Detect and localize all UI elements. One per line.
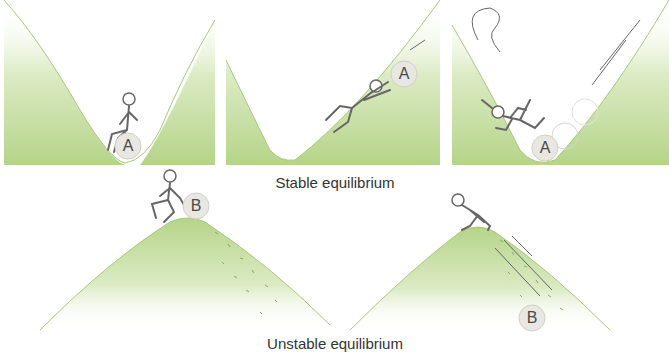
ball-shape <box>183 193 209 219</box>
ball-letter: A <box>399 66 410 82</box>
ball-shape <box>532 135 558 161</box>
caption: Stable equilibrium <box>272 174 397 191</box>
figure-head <box>164 170 176 182</box>
ball: B <box>518 304 546 332</box>
hill <box>350 227 610 330</box>
ball-shape <box>115 133 141 159</box>
motion-line <box>592 20 640 85</box>
figure-body <box>152 183 184 222</box>
valley <box>4 0 215 165</box>
hill-edge <box>40 218 330 330</box>
figure-body <box>482 100 544 130</box>
hill-edge <box>350 227 610 330</box>
ball-letter: B <box>191 198 202 214</box>
figure-body <box>326 82 390 132</box>
ball-letter: A <box>123 138 134 154</box>
ball-shape <box>391 61 417 87</box>
caption: Unstable equilibrium <box>264 335 406 352</box>
ball-letter: A <box>540 140 551 156</box>
valley <box>226 0 440 165</box>
valley <box>452 0 669 165</box>
valley-edge <box>226 0 440 160</box>
ball-shape <box>519 305 545 331</box>
motion-loop <box>472 8 500 52</box>
ball: B <box>182 192 210 220</box>
figure-head <box>123 93 135 105</box>
scree <box>215 232 277 314</box>
figure-body <box>462 205 490 230</box>
ball: A <box>114 132 142 160</box>
ball: A <box>390 60 418 88</box>
motion-line <box>495 236 552 296</box>
motion-line <box>410 40 425 50</box>
hill <box>40 218 330 330</box>
ball: A <box>531 134 559 162</box>
ghost-ball <box>572 99 598 125</box>
valley-edge <box>452 0 669 162</box>
valley-edge <box>4 0 215 163</box>
ball-letter: B <box>527 310 538 326</box>
